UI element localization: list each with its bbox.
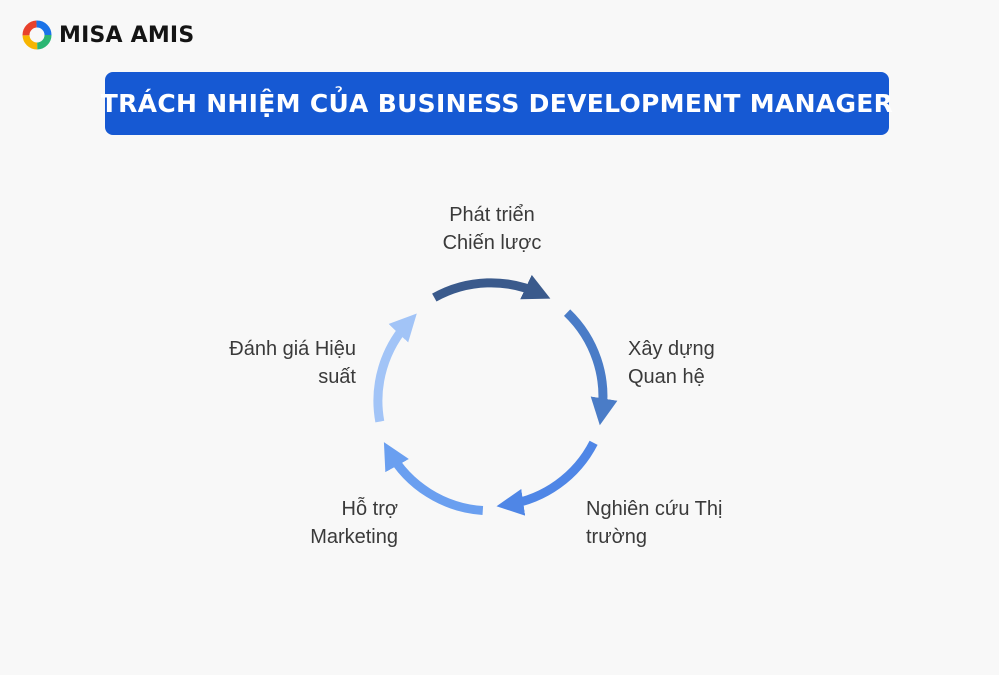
cycle-arrow-relations (563, 309, 618, 426)
step-label-performance: Đánh giá Hiệu suất (176, 335, 356, 391)
step-label-line: trường (586, 526, 647, 548)
step-label-line: Chiến lược (442, 232, 542, 254)
cycle-arrow-marketing (383, 442, 484, 515)
cycle-arrow-performance (373, 313, 417, 423)
step-label-line: Phát triển (449, 204, 535, 226)
title-banner: TRÁCH NHIỆM CỦA BUSINESS DEVELOPMENT MAN… (101, 72, 893, 135)
logo-ring-icon (22, 20, 52, 50)
misa-amis-logo: MISA AMIS (22, 20, 194, 50)
step-label-line: Hỗ trợ (341, 498, 398, 520)
step-label-line: Marketing (310, 526, 398, 548)
cycle-arrow-strategy (432, 274, 551, 302)
step-label-line: Quan hệ (628, 366, 705, 388)
logo-text: MISA AMIS (59, 22, 195, 48)
page-title: TRÁCH NHIỆM CỦA BUSINESS DEVELOPMENT MAN… (100, 89, 894, 118)
step-label-market-research: Nghiên cứu Thị trường (586, 495, 722, 551)
step-label-line: suất (318, 366, 356, 388)
step-label-strategy: Phát triển Chiến lược (392, 201, 592, 257)
step-label-marketing: Hỗ trợ Marketing (248, 495, 398, 551)
cycle-arrow-market-research (496, 440, 598, 516)
step-label-relations: Xây dựng Quan hệ (628, 335, 715, 391)
step-label-line: Xây dựng (628, 338, 715, 360)
step-label-line: Đánh giá Hiệu (229, 338, 356, 360)
step-label-line: Nghiên cứu Thị (586, 498, 723, 520)
